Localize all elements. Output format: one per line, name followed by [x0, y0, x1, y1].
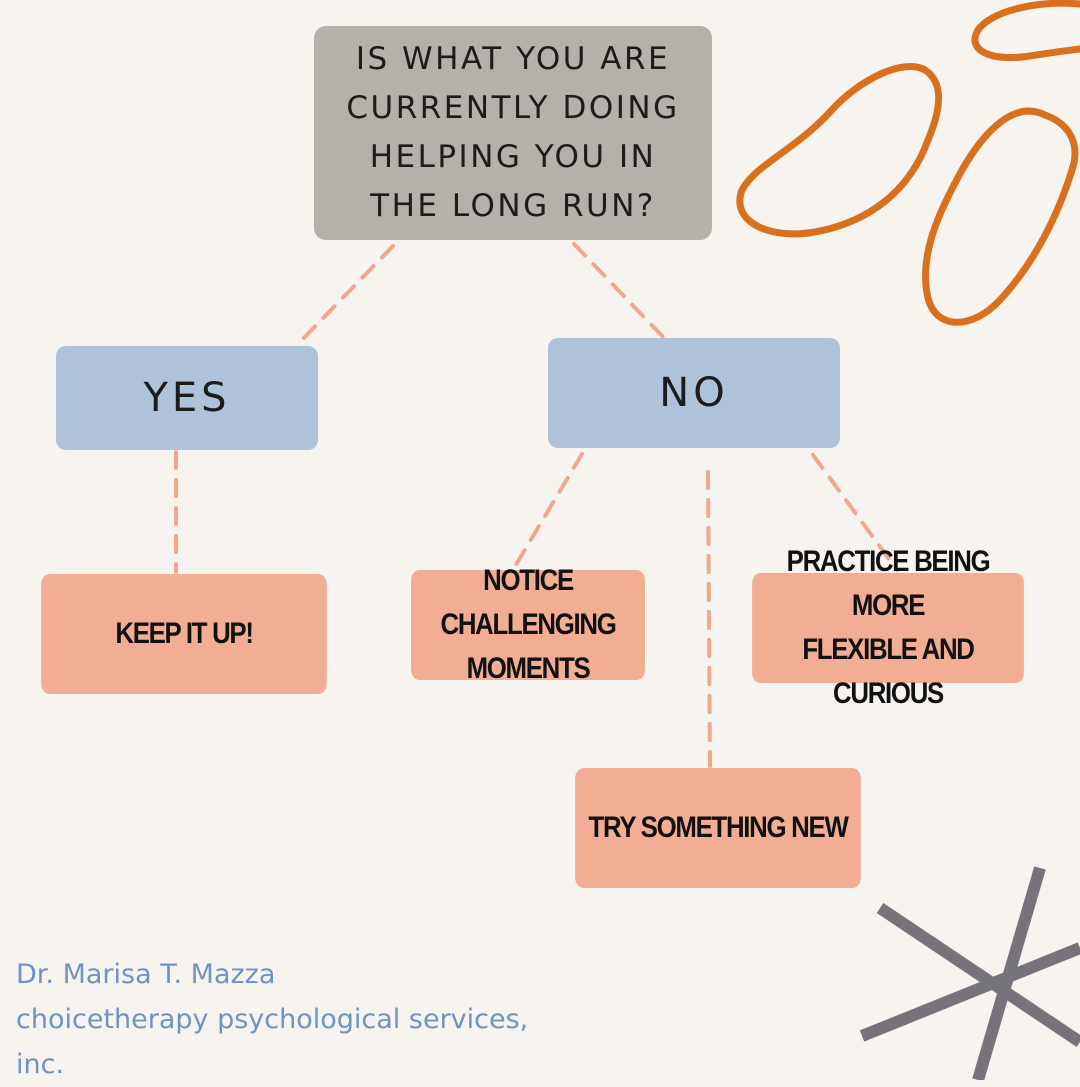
keep-it-up-box: KEEP IT UP! — [41, 574, 327, 694]
connector-no-notice — [512, 452, 584, 570]
practice-flexible-box: PRACTICE BEING MORE FLEXIBLE AND CURIOUS — [752, 545, 1024, 710]
no-label: NO — [659, 370, 729, 416]
credit-line: inc. — [16, 1049, 65, 1080]
notice-line: MOMENTS — [466, 652, 591, 685]
question-line: IS WHAT YOU ARE — [355, 41, 671, 77]
connector-question-yes — [296, 244, 395, 346]
connector-no-try — [706, 470, 712, 768]
orange-loop-top — [971, 0, 1080, 62]
question-text: IS WHAT YOU ARE CURRENTLY DOING HELPING … — [346, 35, 679, 231]
no-box: NO — [548, 338, 840, 448]
practice-line: PRACTICE BEING MORE — [786, 545, 991, 622]
question-box: IS WHAT YOU ARE CURRENTLY DOING HELPING … — [314, 26, 712, 240]
try-something-new-box: TRY SOMETHING NEW — [575, 768, 861, 888]
asterisk-decoration — [859, 866, 1080, 1080]
question-line: HELPING YOU IN — [369, 139, 657, 175]
try-something-new-label: TRY SOMETHING NEW — [588, 811, 848, 844]
author-credit: Dr. Marisa T. Mazza choicetherapy psycho… — [16, 952, 576, 1087]
orange-loop-left — [736, 63, 943, 238]
yes-box: YES — [56, 346, 318, 450]
keep-it-up-label: KEEP IT UP! — [115, 617, 254, 650]
notice-line: NOTICE CHALLENGING — [440, 564, 616, 641]
notice-challenging-box: NOTICE CHALLENGING MOMENTS — [411, 564, 645, 685]
practice-line: FLEXIBLE AND CURIOUS — [802, 633, 975, 710]
orange-loops-decoration — [736, 0, 1080, 326]
credit-line: Dr. Marisa T. Mazza — [16, 959, 276, 990]
yes-label: YES — [143, 375, 231, 421]
orange-loop-right — [922, 107, 1079, 326]
credit-line: choicetherapy psychological services, — [16, 1004, 529, 1035]
question-line: CURRENTLY DOING — [346, 90, 680, 126]
connector-question-no — [572, 242, 668, 342]
question-line: THE LONG RUN? — [370, 188, 656, 224]
